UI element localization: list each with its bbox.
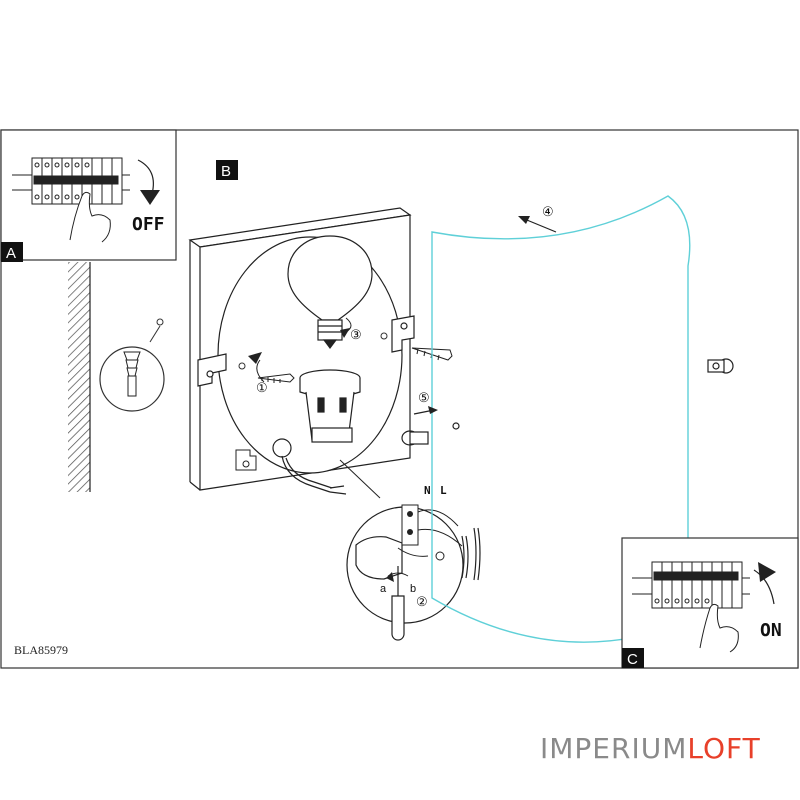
rotate-arrow-icon (248, 352, 265, 383)
step-1-number: ① (256, 380, 268, 395)
panel-a-label-box (1, 242, 23, 262)
panel-a-switch-off: OFF A (0, 129, 177, 262)
mounting-bracket-left (197, 353, 227, 387)
rotate-arrow-icon (340, 317, 352, 338)
circuit-breaker-icon (632, 561, 750, 609)
wire-live-label: L (440, 484, 447, 497)
watermark-part-1: IMPERIUM (540, 732, 688, 765)
panel-c-label-box (622, 648, 644, 668)
panel-a-label: A (6, 245, 16, 262)
wiring-detail (346, 504, 464, 641)
hand-icon (699, 603, 739, 653)
wall-plug-icon (123, 351, 141, 397)
wire-neutral-label: N (424, 484, 431, 497)
screw-b-label: b (410, 583, 416, 595)
mounting-bracket-right (391, 315, 415, 353)
zoom-leader (339, 459, 381, 499)
lamp-socket-icon (299, 369, 361, 443)
cap-nut-icon (401, 422, 460, 446)
supply-cable (272, 438, 347, 495)
step-2-number: ② (416, 594, 428, 609)
ground-clip (235, 449, 257, 471)
switch-on-label: ON (760, 620, 782, 641)
cap-nut-icon (707, 358, 734, 374)
watermark-part-2: LOFT (687, 732, 761, 765)
rotate-arrow-icon (137, 159, 160, 205)
wall-section (68, 262, 91, 492)
brand-watermark: IMPERIUMLOFT (540, 732, 761, 765)
step-4-number: ④ (542, 204, 554, 219)
panel-b-label-box (216, 160, 238, 180)
wall-plug-detail (99, 318, 165, 412)
circuit-breaker-icon (12, 157, 130, 205)
glass-shade (431, 195, 691, 643)
diagram-frame (0, 129, 799, 669)
rotate-arrow-icon (753, 562, 776, 605)
model-code: BLA85979 (14, 643, 68, 657)
screwdriver-icon (391, 566, 405, 641)
panel-b-label: B (221, 163, 231, 180)
step-5-number: ⑤ (418, 390, 430, 405)
light-bulb-icon (287, 235, 373, 349)
step-3-number: ③ (350, 327, 362, 342)
step-5-arrow (413, 406, 438, 415)
screw-a-label: a (380, 583, 387, 595)
step-4-arrow (518, 216, 557, 233)
panel-c-switch-on: ON C (621, 537, 799, 669)
panel-c-label: C (627, 651, 638, 668)
hand-icon (69, 191, 111, 243)
wire-bundle (461, 527, 481, 581)
switch-off-label: OFF (132, 214, 165, 235)
